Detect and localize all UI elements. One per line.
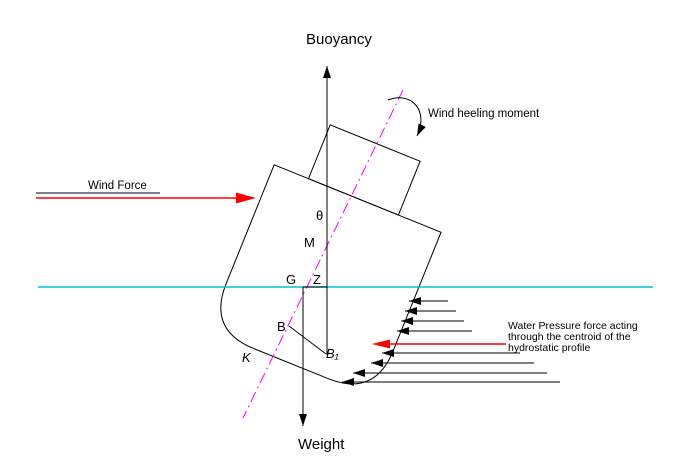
water-pressure-label-line1: Water Pressure force acting (508, 320, 638, 332)
initial-buoyancy-center-label: B (277, 319, 286, 334)
z-point-label: Z (313, 272, 321, 287)
wind-heeling-moment-label: Wind heeling moment (428, 108, 540, 120)
ship-centerline (242, 89, 404, 419)
water-pressure-label-line2: through the centroid of the (508, 331, 631, 343)
wind-force-arrowhead (236, 192, 256, 204)
deckhouse-outline (307, 124, 421, 216)
b-to-b1-line (288, 325, 327, 355)
water-pressure-resultant-arrowhead (372, 339, 390, 349)
weight-label: Weight (298, 436, 345, 453)
heel-angle-theta-label: θ (316, 208, 323, 223)
center-of-gravity-label: G (286, 272, 296, 287)
ship-hull-group (220, 124, 442, 385)
wind-heeling-moment-arrow (387, 97, 426, 137)
hull-outline (220, 164, 442, 385)
wind-force-label: Wind Force (88, 180, 147, 192)
heeled-buoyancy-center-label: B₁ (326, 346, 339, 361)
keel-point-label: K (242, 350, 252, 365)
water-pressure-arrows (342, 297, 560, 386)
buoyancy-label: Buoyancy (306, 31, 372, 48)
metacenter-label: M (304, 235, 315, 250)
water-pressure-label-line3: hydrostatic profile (508, 342, 590, 354)
